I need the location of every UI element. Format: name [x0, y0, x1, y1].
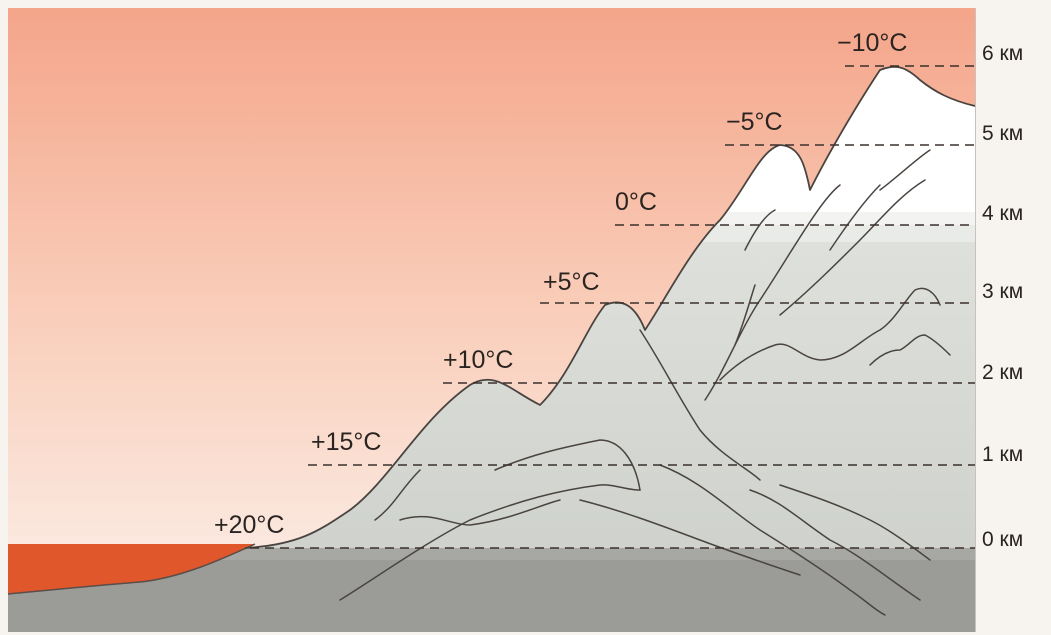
- temperature-label-1km: +15°C: [311, 428, 381, 456]
- relief-lines: [339, 149, 951, 616]
- temperature-label-4km: 0°C: [615, 188, 657, 216]
- altitude-label-2km: 2 км: [982, 361, 1023, 384]
- temperature-label-6km: −10°C: [837, 29, 907, 57]
- altitude-label-3km: 3 км: [982, 280, 1023, 303]
- temperature-labels: +20°C +15°C +10°C +5°C 0°C −5°C −10°C: [214, 29, 907, 539]
- isotherm-lines: [250, 65, 975, 549]
- temperature-label-3km: +5°C: [543, 268, 600, 296]
- lowland: [8, 544, 255, 594]
- altitude-label-4km: 4 км: [982, 202, 1023, 225]
- altitude-label-5km: 5 км: [982, 122, 1023, 145]
- temperature-label-2km: +10°C: [443, 346, 513, 374]
- altitude-labels: 0 км 1 км 2 км 3 км 4 км 5 км 6 км: [982, 42, 1023, 551]
- altitude-label-6km: 6 км: [982, 42, 1023, 65]
- altitude-label-1km: 1 км: [982, 443, 1023, 466]
- temperature-label-5km: −5°C: [726, 108, 783, 136]
- altitude-label-0km: 0 км: [982, 528, 1023, 551]
- mountain-outline: [244, 65, 976, 549]
- temperature-label-0km: +20°C: [214, 511, 284, 539]
